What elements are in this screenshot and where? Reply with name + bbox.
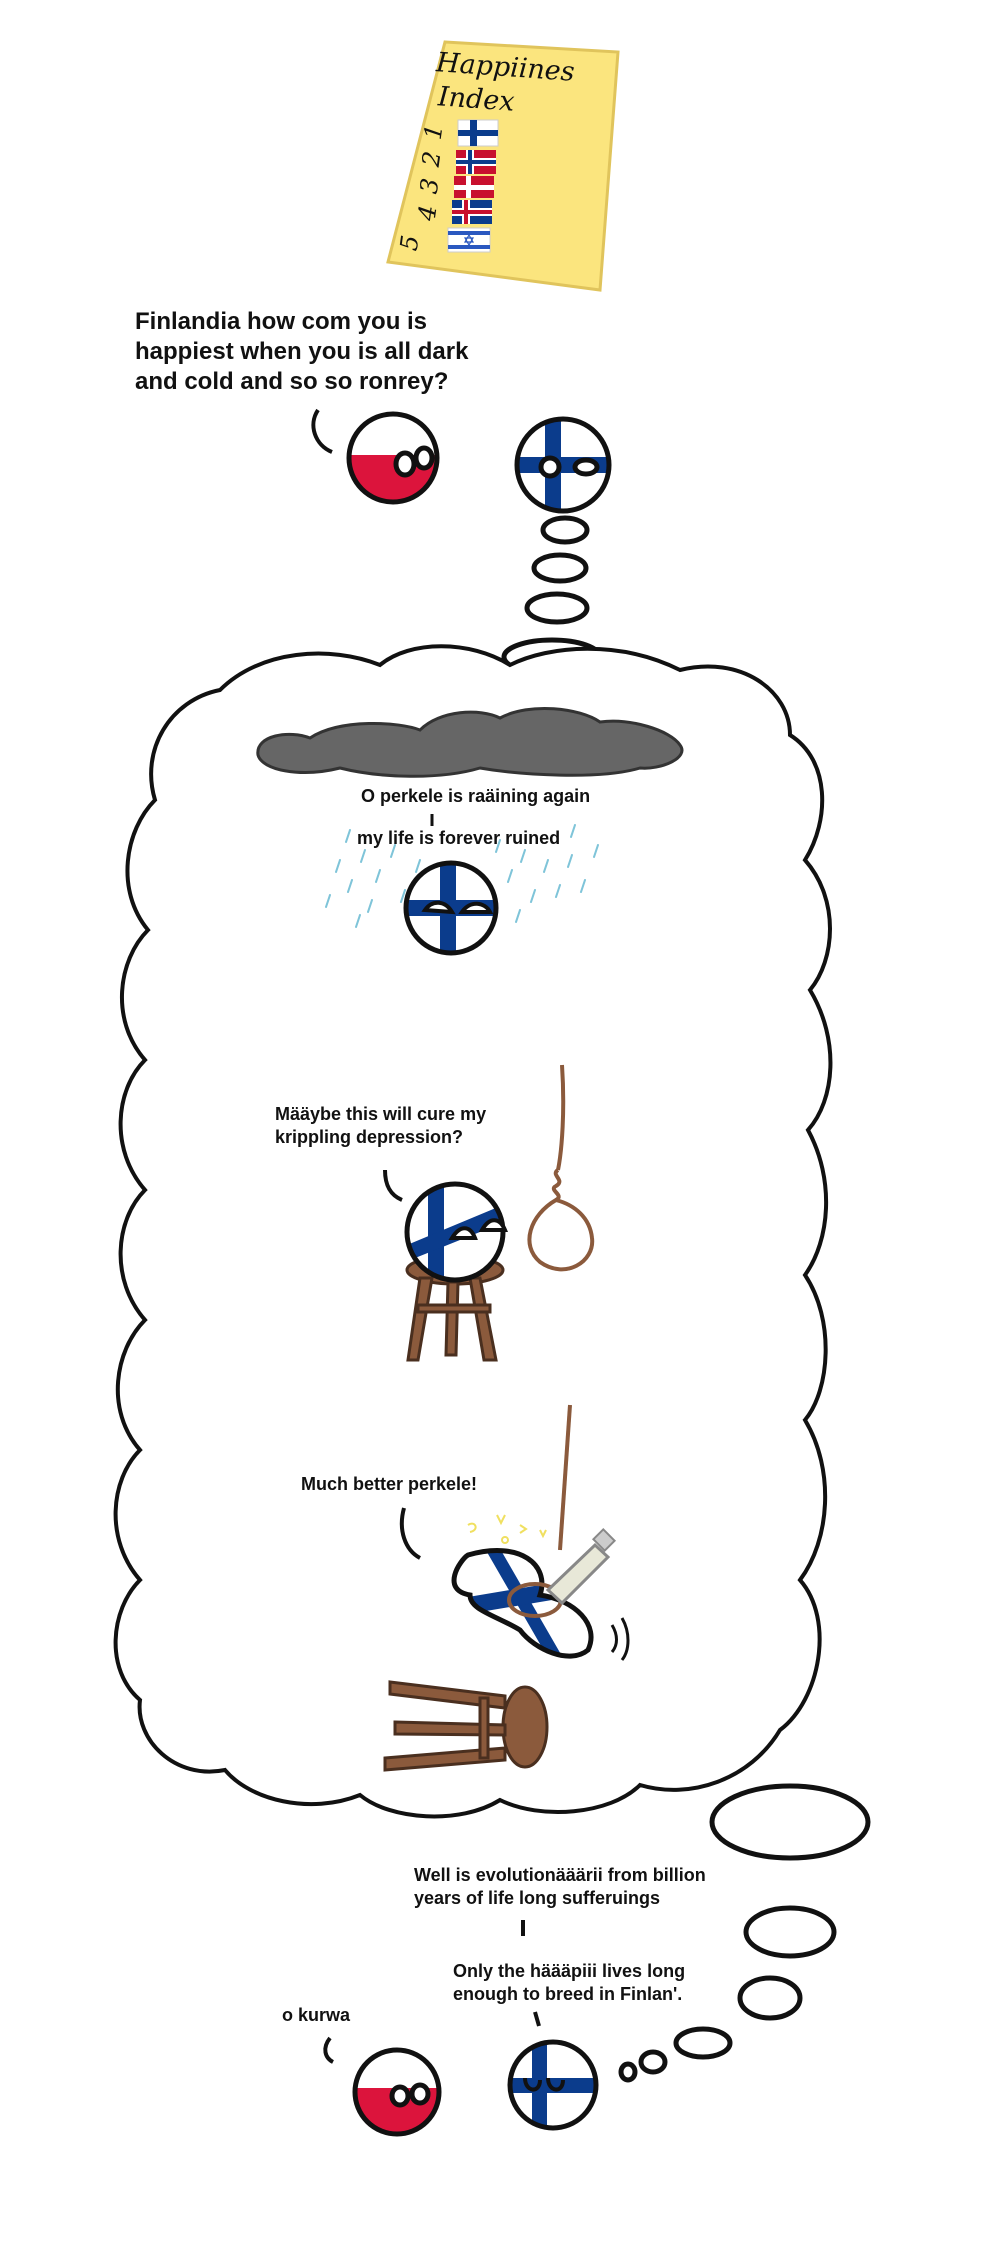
- evolution-speech: Well is evolutionääärii from billion yea…: [414, 1865, 706, 1908]
- motion-lines: [610, 1617, 630, 1661]
- flag-iceland-rank4: [452, 200, 492, 224]
- speech-tail-poland: [311, 408, 333, 454]
- rope-hanging: [558, 1404, 572, 1551]
- rain-speech-line1: O perkele is raäining again: [361, 786, 591, 806]
- flag-norway-rank2: [456, 150, 496, 174]
- thought-trail-bottom: [618, 1783, 871, 2083]
- finlandball-rain: [403, 860, 499, 956]
- hanging-speech: Much better perkele!: [301, 1474, 478, 1494]
- speech-tail-noose: [383, 1169, 403, 1202]
- storm-cloud: [256, 707, 684, 778]
- fallen-stool: [383, 1680, 549, 1772]
- rain-speech-line2: my life is forever ruined: [357, 828, 561, 848]
- finlandball-bottom: [507, 2039, 599, 2131]
- polandball-bottom: [352, 2047, 442, 2137]
- flag-israel-rank5: [447, 227, 491, 253]
- rain-drops: [325, 824, 599, 928]
- happy-breed-speech: Only the häääpiii lives long enough to b…: [453, 1961, 686, 2004]
- finlandball-stool: [404, 1181, 509, 1283]
- drunk-sparkles: [467, 1514, 547, 1544]
- polandball-top: [346, 411, 440, 505]
- noose-speech: Määybe this will cure my krippling depre…: [275, 1104, 487, 1147]
- speech-tail-final2: [533, 2011, 541, 2027]
- happiness-index-poster: [386, 40, 620, 292]
- finlandball-top: [514, 416, 612, 514]
- vodka-bottle: [545, 1527, 617, 1606]
- poland-question-speech: Finlandia how com you is happiest when y…: [135, 308, 469, 395]
- rope-noose: [527, 1064, 595, 1272]
- flag-finland-rank1: [457, 119, 499, 147]
- kurwa-speech: o kurwa: [282, 2005, 351, 2025]
- speech-tail-hanging: [399, 1507, 422, 1560]
- speech-tail-kurwa: [323, 2036, 335, 2064]
- poster-title-line2: Index: [437, 81, 516, 118]
- flag-denmark-rank3: [454, 176, 494, 198]
